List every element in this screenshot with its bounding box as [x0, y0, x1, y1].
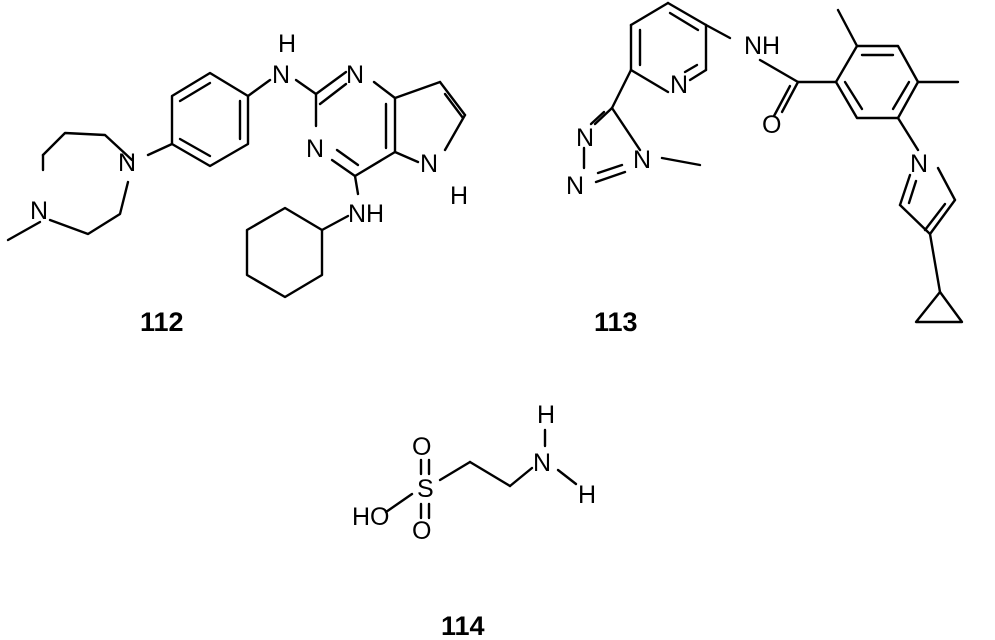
compound-112: N N N H N N: [6, 30, 468, 299]
pyrrole-n-113: N: [910, 150, 928, 178]
compound-label-113: 113: [594, 307, 638, 337]
benzene-ring-113: [834, 8, 960, 152]
sulfur: S: [417, 475, 434, 503]
piperazine-ring: [6, 131, 134, 242]
compound-label-112: 112: [140, 307, 184, 337]
triazole-ring: [582, 68, 702, 184]
pyrimidine-n3: N: [306, 135, 324, 163]
piperazine-n4: N: [30, 197, 48, 225]
hydroxyl: HO: [352, 503, 390, 531]
compound-label-114: 114: [441, 611, 485, 640]
amide-nh: NH: [744, 32, 780, 60]
amide-o: O: [762, 111, 781, 139]
triazole-n2: N: [566, 172, 584, 200]
piperazine-n1: N: [118, 149, 136, 177]
pyrrole-ring-112: [393, 80, 467, 164]
methyl-bond-1: [836, 8, 859, 48]
pyrimidine-n1: N: [346, 61, 364, 89]
triazole-methyl-bond: [660, 156, 702, 167]
triazole-n4: N: [633, 146, 651, 174]
sulfonyl-o-top: O: [412, 433, 431, 461]
amine-n: N: [533, 449, 551, 477]
compound-114: O O S HO N H H: [352, 401, 596, 545]
cyclohexane-ring: [245, 206, 324, 299]
compound-113: N NH O N N N: [566, 1, 964, 324]
pyridine-ring: [629, 1, 708, 94]
aryl-nh-n: N: [272, 61, 290, 89]
n-methyl-bond: [6, 220, 42, 242]
benzene-ring-112: [146, 71, 272, 168]
pyridine-n: N: [670, 71, 688, 99]
pyrrole-ring-113: [898, 166, 957, 236]
cyclohexyl-nh: NH: [348, 200, 384, 228]
amine-h-right: H: [578, 481, 596, 509]
sulfonyl-o-bottom: O: [412, 517, 431, 545]
amine-h-top: H: [537, 401, 555, 429]
pyrrole-h: H: [450, 182, 468, 210]
cyclopropane-ring: [914, 290, 964, 324]
triazole-n1: N: [576, 124, 594, 152]
aryl-nh-h: H: [278, 30, 296, 58]
pyrimidine-ring: [314, 70, 397, 178]
pyrrole-n: N: [420, 150, 438, 178]
